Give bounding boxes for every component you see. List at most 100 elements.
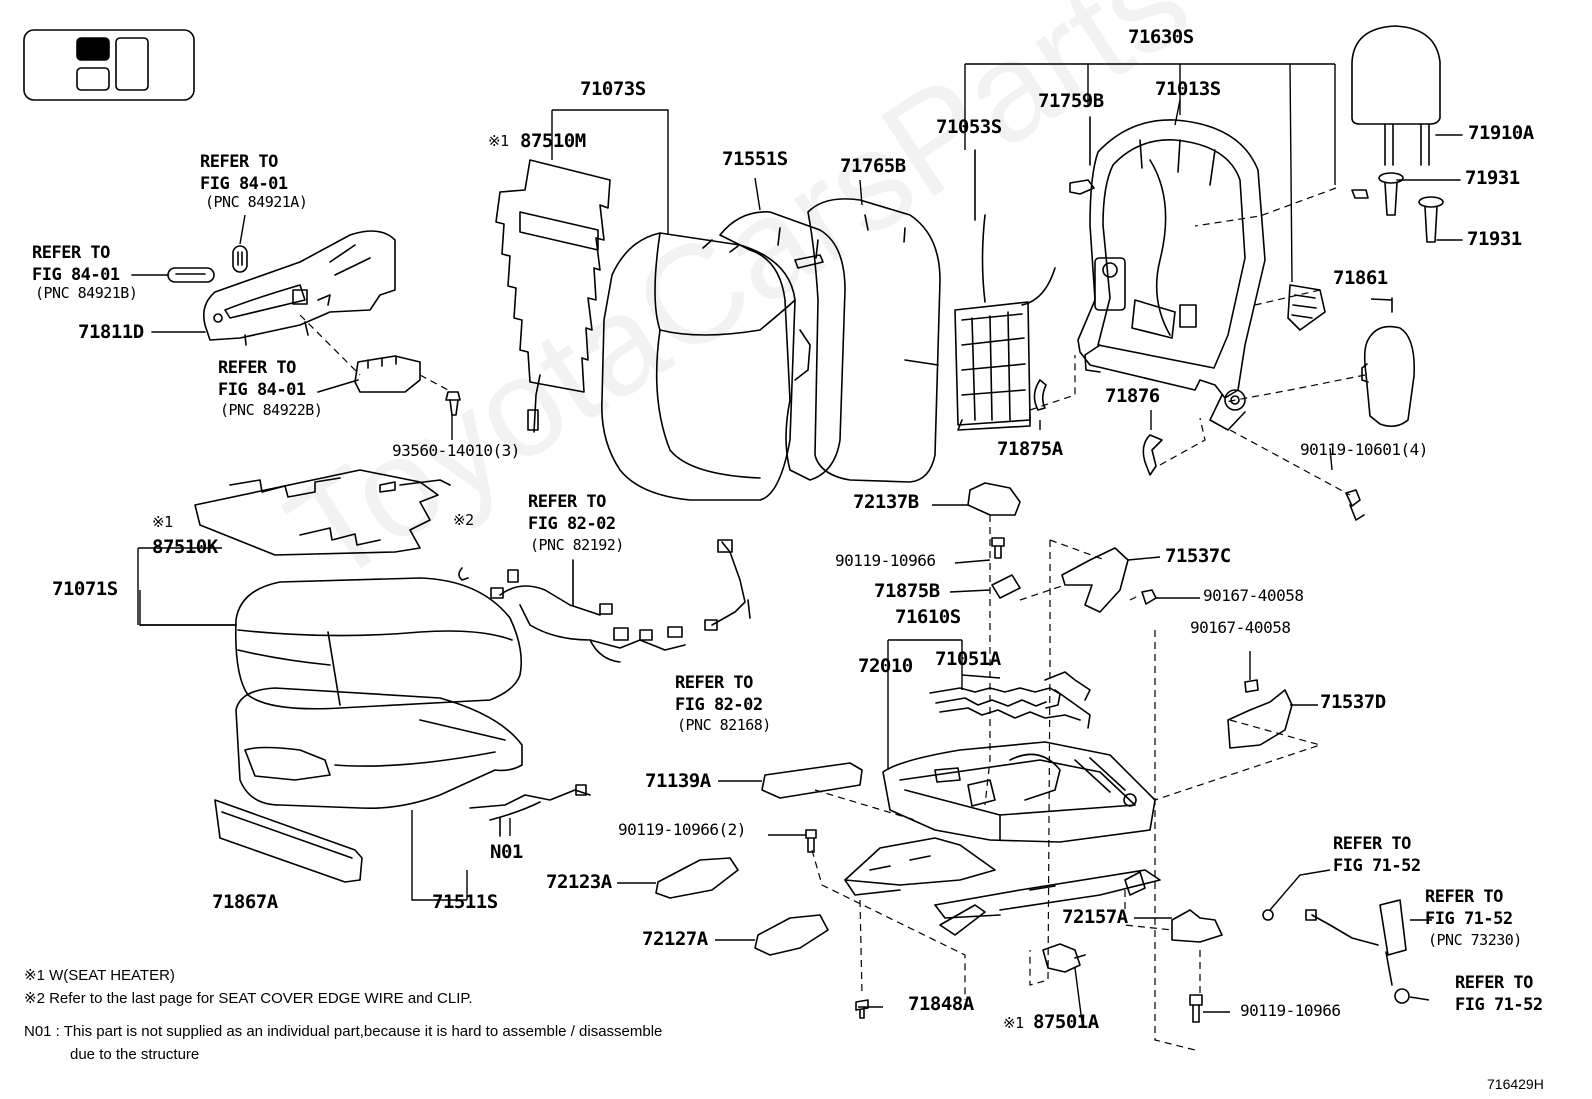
label-71759b: 71759B — [1038, 90, 1104, 112]
part-72157a-drawing — [1171, 909, 1223, 943]
ref4-pnc: (PNC 82192) — [530, 536, 624, 554]
bolt-90119-10966-b-drawing — [1189, 994, 1203, 1023]
label-72127a: 72127A — [642, 928, 708, 950]
label-71511s: 71511S — [432, 891, 498, 913]
ref2-pnc: (PNC 84921B) — [35, 284, 138, 302]
ref8-line2[interactable]: FIG 71-52 — [1455, 995, 1543, 1015]
footnote-edge-wire: ※2 Refer to the last page for SEAT COVER… — [24, 990, 473, 1007]
label-71071s: 71071S — [52, 578, 118, 600]
part-71875a-drawing — [1033, 379, 1047, 411]
clip-71759b-drawing — [1069, 116, 1095, 195]
ref7-line1: REFER TO — [1425, 887, 1503, 907]
part-72123a-drawing — [655, 857, 739, 899]
harness-82192-drawing — [490, 559, 686, 663]
ref7-line2[interactable]: FIG 71-52 — [1425, 909, 1513, 929]
ref1-line1: REFER TO — [200, 152, 278, 172]
headrest-drawing — [1351, 25, 1463, 166]
seatback-pad-drawing — [719, 211, 846, 481]
side-shield-drawing — [151, 230, 396, 346]
ref8-line1: REFER TO — [1455, 973, 1533, 993]
cushion-cover-drawing — [139, 577, 523, 710]
clip-71848a-drawing — [855, 999, 869, 1019]
label-71630s: 71630S — [1128, 26, 1194, 48]
part-72137b-drawing — [967, 482, 1021, 516]
label-71073s: 71073S — [580, 78, 646, 100]
mark-1-87501a: ※1 — [1003, 1014, 1024, 1032]
part-71537c-drawing — [1061, 547, 1129, 613]
bolt-90167-40058-a-drawing — [1141, 589, 1157, 605]
switch-module-drawing — [317, 355, 421, 393]
label-90119-10966-b: 90119-10966 — [1240, 1001, 1341, 1020]
mark-1-87510m: ※1 — [488, 132, 509, 150]
bolt-90167-40058-b-drawing — [1244, 679, 1259, 693]
label-93560-14010: 93560-14010(3) — [392, 441, 520, 460]
ref6-line2[interactable]: FIG 71-52 — [1333, 856, 1421, 876]
label-90119-10966-2: 90119-10966(2) — [618, 820, 746, 839]
ref5-line1: REFER TO — [675, 673, 753, 693]
ref5-pnc: (PNC 82168) — [677, 716, 771, 734]
wire-clip-drawing — [458, 567, 469, 581]
label-71765b: 71765B — [840, 155, 906, 177]
label-71811d: 71811D — [78, 321, 144, 343]
seatback-cover-rear-drawing — [807, 198, 941, 483]
seatback-frame-drawing — [1077, 119, 1369, 431]
seatback-cover-drawing — [601, 232, 796, 501]
cushion-harness-n01-drawing — [469, 784, 591, 837]
label-71848a: 71848A — [908, 993, 974, 1015]
seat-position-icon — [23, 29, 195, 101]
label-72123a: 72123A — [546, 871, 612, 893]
label-71876: 71876 — [1105, 385, 1160, 407]
label-71875b: 71875B — [874, 580, 940, 602]
label-71931-a: 71931 — [1465, 167, 1520, 189]
label-71875a: 71875A — [997, 438, 1063, 460]
label-72137b: 72137B — [853, 491, 919, 513]
cushion-heater-drawing — [194, 469, 451, 556]
part-71537d-drawing — [1227, 689, 1293, 749]
mark-1-87510k: ※1 — [152, 513, 173, 531]
assembly-lines — [299, 187, 1366, 1051]
label-71910a: 71910A — [1468, 122, 1534, 144]
seat-springs-drawing — [929, 671, 1091, 729]
ref3-line2[interactable]: FIG 84-01 — [218, 380, 306, 400]
label-71537d: 71537D — [1320, 691, 1386, 713]
switch-knob-drawing — [131, 245, 248, 283]
part-71876-drawing — [1142, 434, 1163, 476]
label-90167-40058-a: 90167-40058 — [1203, 586, 1304, 605]
label-90119-10966-a: 90119-10966 — [835, 551, 936, 570]
footnote-n01: N01 : This part is not supplied as an in… — [24, 1023, 663, 1040]
seatbelt-buckle-drawing — [1262, 899, 1410, 1004]
ref1-line2[interactable]: FIG 84-01 — [200, 174, 288, 194]
ref4-line2[interactable]: FIG 82-02 — [528, 514, 616, 534]
leader-lines — [137, 63, 1432, 1023]
mark-2: ※2 — [453, 511, 474, 529]
label-87510m: 87510M — [520, 130, 586, 152]
hinge-cover-drawing — [1361, 297, 1416, 428]
figure-code: 716429H — [1487, 1076, 1544, 1092]
cushion-pad-drawing — [235, 687, 523, 810]
label-90167-40058-b: 90167-40058 — [1190, 618, 1291, 637]
label-n01: N01 — [490, 841, 523, 863]
label-71537c: 71537C — [1165, 545, 1231, 567]
label-90119-10601: 90119-10601(4) — [1300, 440, 1428, 459]
label-71610s: 71610S — [895, 606, 961, 628]
ref2-line1: REFER TO — [32, 243, 110, 263]
ref3-pnc: (PNC 84922B) — [220, 401, 323, 419]
label-71013s: 71013S — [1155, 78, 1221, 100]
footnote-seat-heater: ※1 W(SEAT HEATER) — [24, 967, 175, 984]
bolt-90119-10601-drawing — [1345, 489, 1365, 521]
ref2-line2[interactable]: FIG 84-01 — [32, 265, 120, 285]
ref5-line2[interactable]: FIG 82-02 — [675, 695, 763, 715]
label-71551s: 71551S — [722, 148, 788, 170]
headrest-guide-drawing — [1378, 172, 1463, 243]
label-87510k: 87510K — [152, 536, 218, 558]
lumbar-support-drawing — [954, 149, 1056, 431]
seatback-heater-drawing — [495, 159, 611, 433]
label-71931-b: 71931 — [1467, 228, 1522, 250]
ref6-line1: REFER TO — [1333, 834, 1411, 854]
part-71875b-drawing — [991, 574, 1021, 599]
ref4-line1: REFER TO — [528, 492, 606, 512]
screw-93560-drawing — [445, 391, 461, 416]
label-71861: 71861 — [1333, 267, 1388, 289]
label-71139a: 71139A — [645, 770, 711, 792]
